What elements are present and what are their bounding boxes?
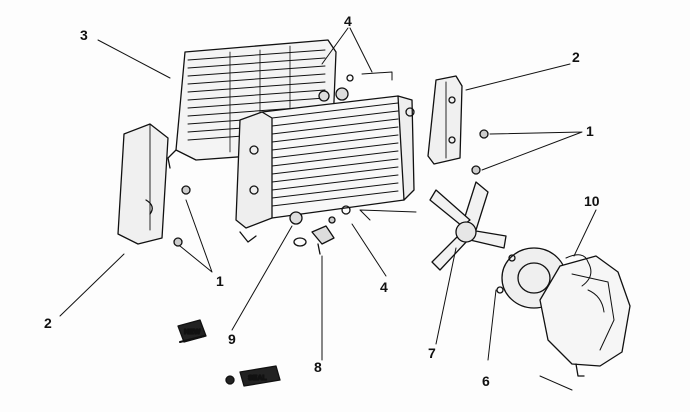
callout-8: 8 (314, 359, 322, 375)
callout-10: 10 (584, 193, 600, 209)
callout-6: 6 (482, 373, 490, 389)
right-shroud (427, 75, 463, 165)
leader-lines (59, 27, 597, 391)
callout-3: 3 (80, 27, 88, 43)
callout-7: 7 (428, 345, 436, 361)
callout-1-right: 1 (586, 123, 594, 139)
left-shroud (117, 123, 169, 245)
callout-1-left: 1 (216, 273, 224, 289)
o-ring (293, 237, 307, 247)
sealant-text: SEAL (248, 375, 267, 382)
callout-9: 9 (228, 331, 236, 347)
callout-4-top: 4 (344, 13, 352, 29)
fan (429, 181, 507, 271)
thermo-switch (311, 225, 335, 255)
fan-housing (539, 254, 631, 377)
callout-2-left: 2 (44, 315, 52, 331)
new-part-symbol: NEW (177, 319, 207, 343)
callout-2-right: 2 (572, 49, 580, 65)
sealant-symbol: SEAL (225, 365, 281, 387)
callout-4-bottom: 4 (380, 279, 388, 295)
front-radiator (235, 74, 415, 243)
mounting-bolts (173, 129, 489, 247)
new-part-text: NEW (184, 329, 201, 336)
